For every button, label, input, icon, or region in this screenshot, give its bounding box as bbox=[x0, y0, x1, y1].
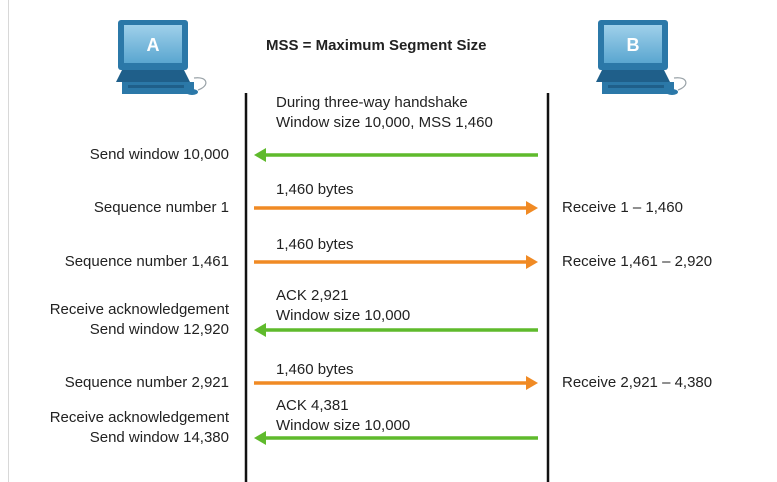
right-step-label: Receive 2,921 – 4,380 bbox=[562, 374, 713, 391]
arrow-head bbox=[526, 201, 538, 215]
page-left-border bbox=[8, 0, 9, 482]
arrow-head bbox=[254, 323, 266, 337]
message-label: During three-way handshake bbox=[276, 94, 468, 111]
left-step-label: Send window 10,000 bbox=[89, 146, 229, 163]
message-label: Window size 10,000, MSS 1,460 bbox=[276, 114, 493, 131]
left-step-label: Receive acknowledgement bbox=[49, 409, 229, 426]
left-step-label: Sequence number 1,461 bbox=[64, 253, 229, 270]
host-b-label: B bbox=[627, 35, 640, 55]
host-a-label: A bbox=[147, 35, 160, 55]
message-label: ACK 4,381 bbox=[276, 397, 349, 414]
message-label: 1,460 bytes bbox=[276, 361, 354, 378]
message-arrows bbox=[254, 148, 538, 445]
right-step-label: Receive 1,461 – 2,920 bbox=[562, 253, 713, 270]
message-label: 1,460 bytes bbox=[276, 236, 354, 253]
arrow-to-b bbox=[254, 201, 538, 215]
message-label: 1,460 bytes bbox=[276, 181, 354, 198]
arrow-head bbox=[526, 376, 538, 390]
left-step-label: Send window 12,920 bbox=[89, 321, 229, 338]
message-label: Window size 10,000 bbox=[276, 307, 411, 324]
arrow-head bbox=[526, 255, 538, 269]
left-step-label: Receive acknowledgement bbox=[49, 301, 229, 318]
arrow-head bbox=[254, 431, 266, 445]
left-step-label: Sequence number 2,921 bbox=[64, 374, 229, 391]
arrow-to-a bbox=[254, 148, 538, 162]
arrow-to-b bbox=[254, 376, 538, 390]
diagram-title: MSS = Maximum Segment Size bbox=[266, 37, 487, 54]
arrow-to-a bbox=[254, 323, 538, 337]
message-label: Window size 10,000 bbox=[276, 417, 411, 434]
host-a-computer-icon: A bbox=[116, 20, 207, 95]
left-step-label: Sequence number 1 bbox=[93, 199, 229, 216]
left-step-label: Send window 14,380 bbox=[89, 429, 229, 446]
arrow-to-a bbox=[254, 431, 538, 445]
right-step-label: Receive 1 – 1,460 bbox=[562, 199, 683, 216]
arrow-head bbox=[254, 148, 266, 162]
message-label: ACK 2,921 bbox=[276, 287, 349, 304]
arrow-to-b bbox=[254, 255, 538, 269]
host-b-computer-icon: B bbox=[596, 20, 687, 95]
